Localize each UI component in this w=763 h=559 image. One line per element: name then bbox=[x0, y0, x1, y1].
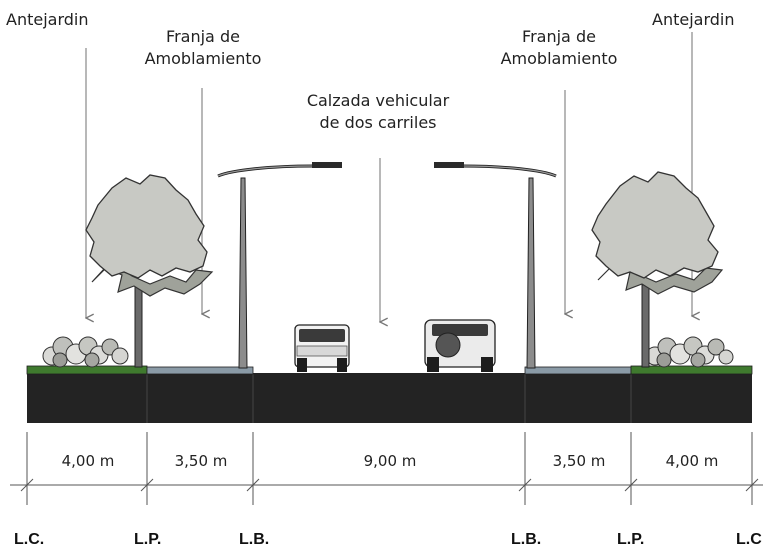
street-light-left bbox=[217, 162, 342, 369]
dim-calzada: 9,00 m bbox=[352, 452, 428, 470]
tree-left bbox=[85, 174, 214, 368]
label-franja-right: Franja de Amoblamiento bbox=[484, 26, 634, 70]
sidewalk-strip-right bbox=[524, 366, 632, 375]
label-franja-right-line2: Amoblamiento bbox=[500, 49, 618, 68]
car-left bbox=[294, 324, 350, 372]
shrubs-right bbox=[645, 336, 734, 368]
limit-lp-right: L.P. bbox=[617, 531, 645, 548]
limit-lc-left: L.C. bbox=[14, 531, 45, 548]
label-franja-left-line1: Franja de bbox=[166, 27, 240, 46]
label-antejardin-left: Antejardin bbox=[6, 10, 89, 29]
limit-lp-left: L.P. bbox=[134, 531, 162, 548]
limit-lc-right: L.C bbox=[736, 531, 762, 548]
dim-franja-right: 3,50 m bbox=[541, 452, 617, 470]
dim-franja-left: 3,50 m bbox=[163, 452, 239, 470]
label-antejardin-right: Antejardin bbox=[652, 10, 735, 29]
dimension-line bbox=[10, 432, 763, 505]
sidewalk-strip-left bbox=[146, 366, 254, 375]
car-right bbox=[424, 319, 496, 372]
label-calzada-line2: de dos carriles bbox=[319, 113, 437, 132]
label-calzada: Calzada vehicular de dos carriles bbox=[288, 90, 468, 134]
label-calzada-line1: Calzada vehicular bbox=[306, 91, 450, 110]
limit-lb-right: L.B. bbox=[511, 531, 542, 548]
grass-strip-right bbox=[630, 365, 753, 375]
label-franja-left: Franja de Amoblamiento bbox=[128, 26, 278, 70]
dim-antejardin-right: 4,00 m bbox=[654, 452, 730, 470]
callout-arrows bbox=[86, 32, 692, 322]
grass-strip-left bbox=[26, 365, 148, 375]
ground-slab bbox=[27, 373, 752, 423]
street-light-right bbox=[434, 162, 557, 369]
tree-right bbox=[591, 171, 724, 368]
dim-antejardin-left: 4,00 m bbox=[50, 452, 126, 470]
shrubs-left bbox=[42, 336, 129, 368]
label-franja-left-line2: Amoblamiento bbox=[144, 49, 262, 68]
label-franja-right-line1: Franja de bbox=[522, 27, 596, 46]
limit-lb-left: L.B. bbox=[239, 531, 270, 548]
